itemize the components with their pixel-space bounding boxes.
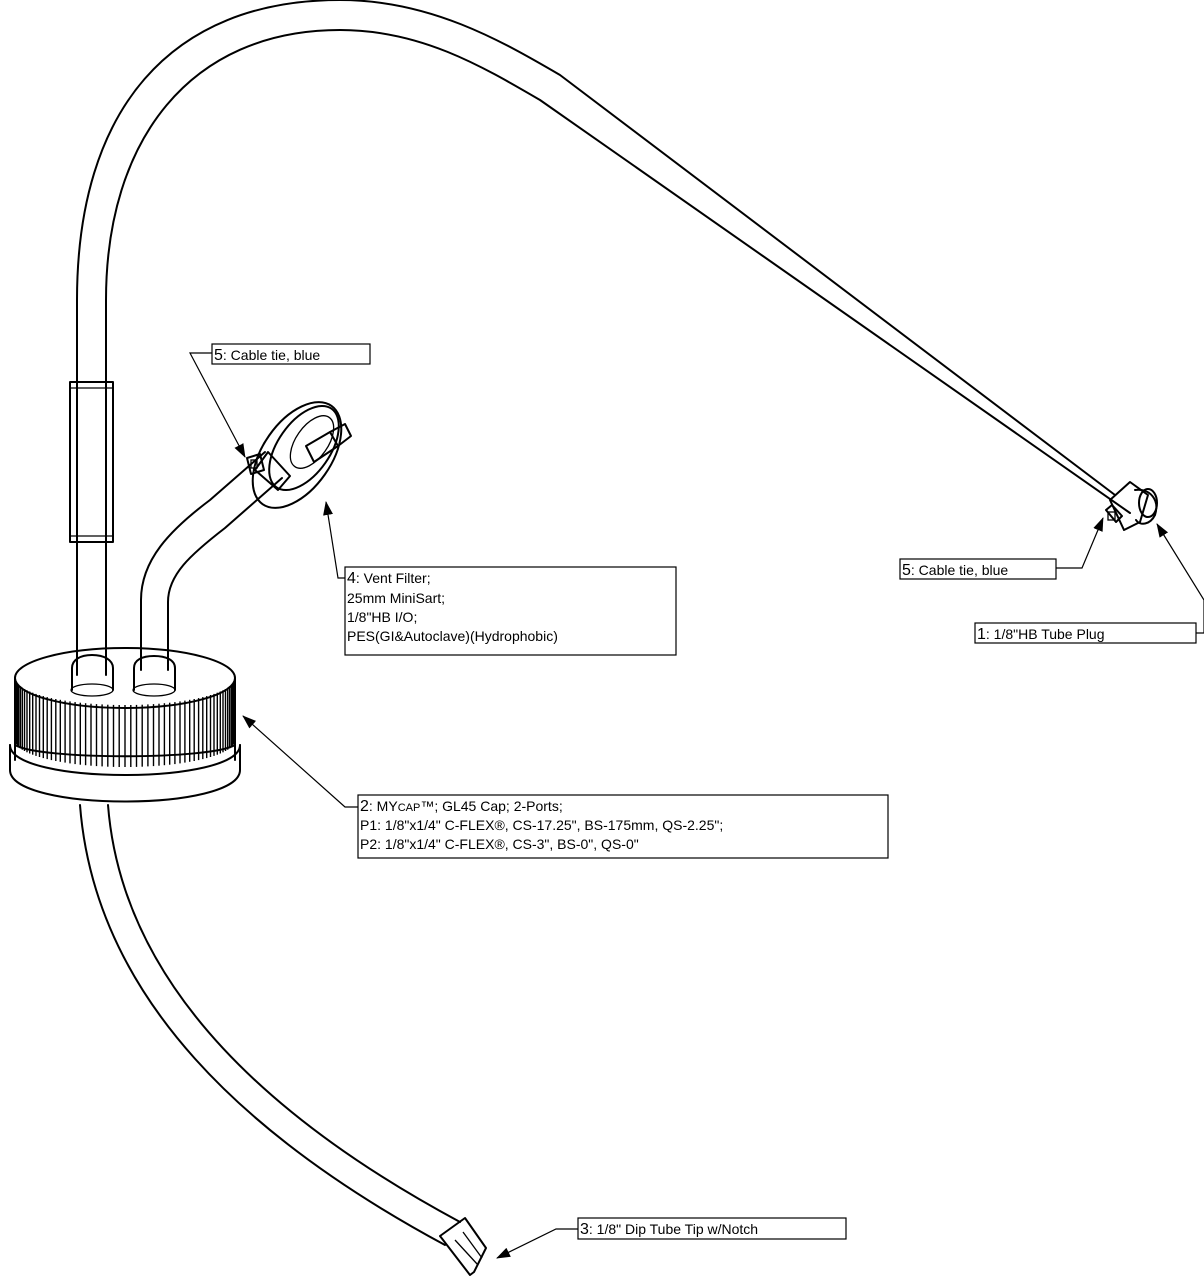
svg-text:4: Vent Filter;: 4: Vent Filter; <box>347 570 431 587</box>
leader-lines <box>189 352 1204 1259</box>
svg-text:P2: 1/8"x1/4" C-FLEX®, CS-3",: P2: 1/8"x1/4" C-FLEX®, CS-3", BS-0", QS-… <box>360 836 639 852</box>
svg-text:25mm MiniSart;: 25mm MiniSart; <box>347 590 445 606</box>
tube-plug <box>1109 481 1158 531</box>
svg-text:PES(GI&Autoclave)(Hydrophobic): PES(GI&Autoclave)(Hydrophobic) <box>347 628 558 644</box>
callout-cap: 2: MYCAP™; GL45 Cap; 2-Ports; P1: 1/8"x1… <box>357 794 889 859</box>
vent-filter <box>251 401 352 509</box>
svg-text:P1: 1/8"x1/4" C-FLEX®, CS-17.2: P1: 1/8"x1/4" C-FLEX®, CS-17.25", BS-175… <box>360 817 723 833</box>
callout-vent-filter: 4: Vent Filter; 25mm MiniSart; 1/8"HB I/… <box>344 566 677 656</box>
cable-tie-left <box>246 453 265 475</box>
callout-cable-tie-right: 5: Cable tie, blue <box>899 558 1057 580</box>
long-tube <box>76 0 1131 676</box>
cable-tie-right <box>1105 504 1123 523</box>
svg-text:3: 1/8" Dip Tube Tip w/Notch: 3: 1/8" Dip Tube Tip w/Notch <box>580 1221 758 1238</box>
svg-text:5: Cable tie, blue: 5: Cable tie, blue <box>902 562 1008 579</box>
svg-text:2: MYCAP™; GL45 Cap; 2-Ports;: 2: MYCAP™; GL45 Cap; 2-Ports; <box>360 798 563 815</box>
port-barbs <box>70 654 176 697</box>
filter-tube <box>140 451 283 671</box>
dip-tube-tip <box>439 1217 487 1276</box>
svg-text:1/8"HB I/O;: 1/8"HB I/O; <box>347 609 417 625</box>
callout-tube-plug: 1: 1/8"HB Tube Plug <box>974 622 1197 644</box>
svg-text:1: 1/8"HB Tube Plug: 1: 1/8"HB Tube Plug <box>977 626 1105 643</box>
callout-dip-tube-tip: 3: 1/8" Dip Tube Tip w/Notch <box>577 1217 847 1240</box>
dip-tube <box>79 804 461 1246</box>
callout-cable-tie-left: 5: Cable tie, blue <box>211 343 371 365</box>
gl45-cap <box>9 647 241 803</box>
tube-sleeve <box>69 381 114 543</box>
svg-text:5: Cable tie, blue: 5: Cable tie, blue <box>214 347 320 364</box>
